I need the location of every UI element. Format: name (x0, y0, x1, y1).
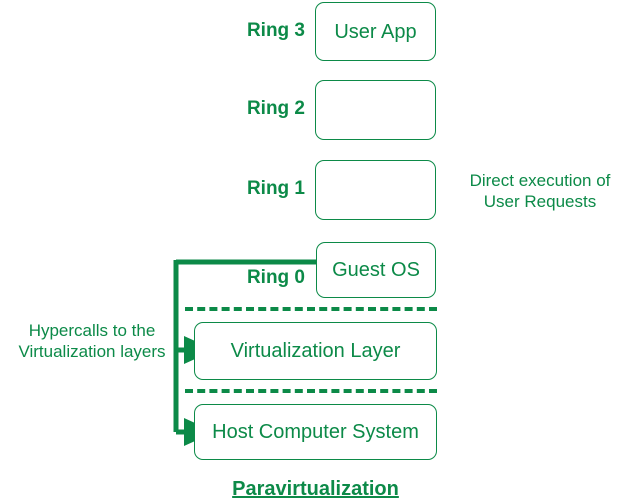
ring-2-box (315, 80, 436, 140)
dashed-separator-upper (185, 307, 437, 311)
virtualization-layer-box: Virtualization Layer (194, 322, 437, 380)
host-computer-system-box: Host Computer System (194, 404, 437, 460)
ring-3-box: User App (315, 2, 436, 61)
direct-execution-note: Direct execution of User Requests (455, 170, 625, 213)
diagram-title: Paravirtualization (232, 478, 399, 500)
hypercalls-note: Hypercalls to the Virtualization layers (8, 320, 176, 363)
ring-3-label: Ring 3 (246, 20, 305, 41)
virtualization-layer-label: Virtualization Layer (230, 340, 401, 362)
guest-os-box-label: Guest OS (332, 259, 420, 281)
ring-2-label: Ring 2 (246, 98, 305, 119)
ring-0-box: Guest OS (316, 242, 436, 298)
direct-execution-note-line1: Direct execution of (469, 171, 611, 190)
host-computer-system-label: Host Computer System (212, 421, 419, 443)
dashed-separator-lower (185, 389, 437, 393)
ring-0-label: Ring 0 (246, 267, 305, 288)
ring-1-label: Ring 1 (246, 178, 305, 199)
ring-1-box (315, 160, 436, 220)
hypercalls-note-line2: Virtualization layers (18, 342, 166, 362)
ring-3-box-label: User App (334, 20, 417, 43)
direct-execution-note-line2: User Requests (483, 192, 597, 212)
hypercalls-note-line1: Hypercalls to the (28, 321, 156, 340)
